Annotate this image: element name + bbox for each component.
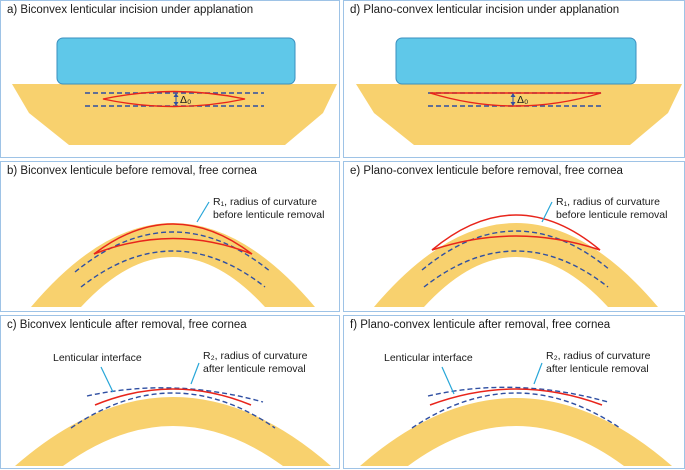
radius-label-line1: R₂, radius of curvature [546,350,651,362]
panel-f-diagram: Lenticular interface R₂, radius of curva… [360,350,672,466]
free-cornea [374,223,658,307]
delta-label: Δ₀ [517,94,528,106]
interface-label: Lenticular interface [53,352,142,364]
interface-label: Lenticular interface [384,352,473,364]
plano-convex-incision [429,92,602,107]
free-cornea [31,223,315,307]
applanation-plate [395,37,637,85]
delta-label: Δ₀ [180,94,191,106]
outer-dashed-curve [86,387,264,403]
inner-dashed-curve [411,392,621,429]
panel-c-diagram: Lenticular interface R₂, radius of curva… [15,350,331,466]
radius-pointer-line [196,201,210,223]
applanated-cornea [12,84,337,145]
outer-dashed-curve [427,386,609,403]
panel-f: f) Plano-convex lenticule after removal,… [343,315,685,469]
lenticule-posterior-surface [431,235,601,251]
radius-label-line1: R₂, radius of curvature [203,350,308,362]
panel-b-title: b) Biconvex lenticule before removal, fr… [7,165,257,177]
interface-pointer-line [100,366,114,393]
radius-label-line1: R₁, radius of curvature [556,196,660,208]
radius-pointer-line [533,362,543,385]
free-cornea [360,398,672,466]
panel-a-title: a) Biconvex lenticular incision under ap… [7,4,254,16]
delta-arrow-head-up [173,93,179,97]
panel-a: a) Biconvex lenticular incision under ap… [0,0,340,158]
lenticular-interface-curve [429,388,603,406]
panel-c-title: c) Biconvex lenticule after removal, fre… [7,319,247,331]
radius-label-line2: after lenticule removal [203,363,306,375]
panel-b: b) Biconvex lenticule before removal, fr… [0,161,340,312]
panel-e-diagram: R₁, radius of curvature before lenticule… [374,196,667,307]
panel-e-title: e) Plano-convex lenticule before removal… [350,165,623,177]
panel-a-diagram: Δ₀ [12,37,337,145]
radius-label-line2: before lenticule removal [213,209,324,221]
delta-arrow-head-down [173,102,179,106]
interface-pointer-line [441,366,455,395]
biconvex-incision [102,90,246,108]
delta-arrow-head-up [510,93,516,97]
radius-label-line2: after lenticule removal [546,363,649,375]
lenticule-posterior-surface [93,237,253,255]
free-cornea [15,397,331,466]
lenticule-anterior-surface [431,214,601,251]
panel-d: d) Plano-convex lenticular incision unde… [343,0,685,158]
panel-f-title: f) Plano-convex lenticule after removal,… [350,319,611,331]
delta-arrow-head-down [510,102,516,106]
lenticule-anterior-surface [93,223,253,255]
panel-d-title: d) Plano-convex lenticular incision unde… [350,4,620,16]
panel-b-diagram: R₁, radius of curvature before lenticule… [31,196,324,307]
radius-label-line2: before lenticule removal [556,209,667,221]
applanation-plate [56,37,296,85]
panel-c: c) Biconvex lenticule after removal, fre… [0,315,340,469]
outer-dashed-curve [74,231,272,273]
applanated-cornea [356,84,682,145]
radius-pointer-line [541,201,553,223]
inner-dashed-curve [80,250,266,288]
radius-pointer-line [190,362,200,385]
lenticular-interface-curve [94,388,252,406]
inner-dashed-curve [423,250,609,288]
outer-dashed-curve [421,230,611,271]
panel-d-diagram: Δ₀ [356,37,682,145]
panel-e: e) Plano-convex lenticule before removal… [343,161,685,312]
radius-label-line1: R₁, radius of curvature [213,196,317,208]
